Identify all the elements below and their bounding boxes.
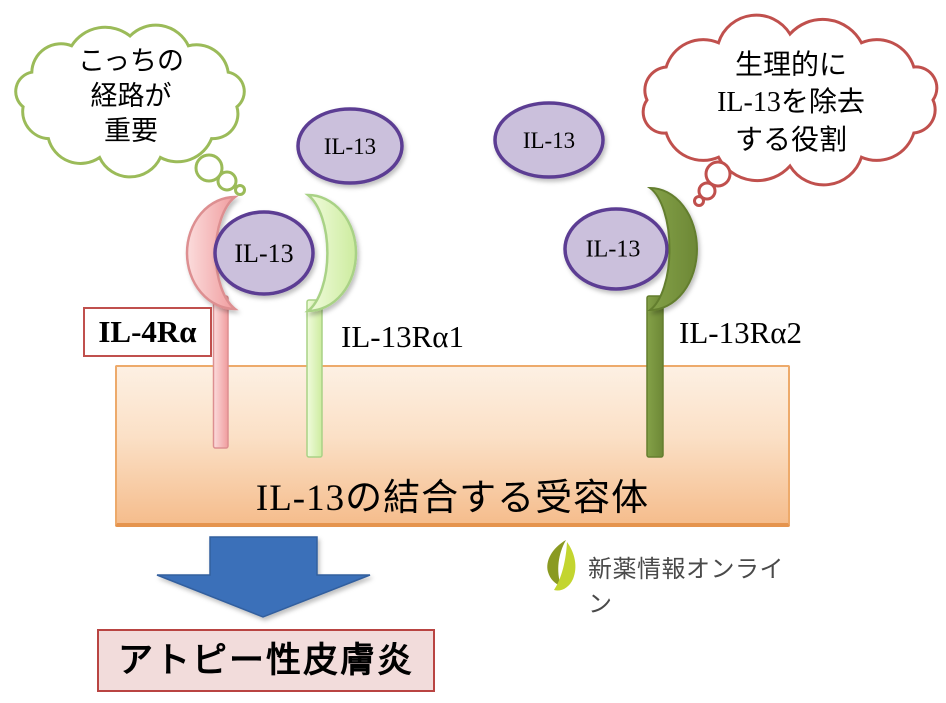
ligand-il13-bound-right-label: IL-13: [585, 236, 641, 263]
thought-right-line3: する役割: [734, 124, 847, 155]
il13ra2-stem: [646, 295, 664, 458]
thought-right-line1: 生理的に: [734, 49, 847, 80]
il4ra-stem: [212, 295, 229, 449]
thought-right-tail-bubble-1: [704, 160, 732, 188]
thought-bubble-right-text: 生理的に IL-13を除去 する役割: [653, 46, 929, 158]
logo-leaf-icon: [547, 540, 566, 586]
il13ra1-stem: [306, 299, 323, 458]
ligand-il13-top-right: [493, 101, 605, 179]
thought-left-line2: 経路が: [90, 81, 172, 111]
outcome-box-atopic-dermatitis: アトピー性皮膚炎: [97, 629, 435, 692]
logo-leaf-icon-light: [554, 542, 576, 591]
membrane-caption-rest: の結合する受容体: [345, 478, 650, 519]
membrane-caption-il13: IL-13: [255, 478, 346, 519]
ligand-il13-bound-right: [563, 207, 669, 291]
thought-bubble-left: [14, 23, 246, 179]
thought-right-tail-bubble-2: [697, 181, 717, 201]
ligand-il13-top-right-label: IL-13: [522, 128, 576, 153]
down-arrow: [156, 536, 371, 618]
membrane-caption: IL-13の結合する受容体: [117, 467, 788, 521]
thought-left-line3: 重要: [104, 116, 158, 146]
thought-left-tail-bubble-3: [234, 184, 246, 196]
receptor-il13ra1-label: IL-13Rα1: [341, 319, 465, 354]
thought-left-tail-bubble-2: [216, 170, 238, 192]
ligand-il13-bound-left-label: IL-13: [234, 239, 294, 268]
il4ra-receptor-crescent: [185, 195, 239, 311]
ligand-il13-top-left: [296, 107, 404, 185]
logo-text: 新薬情報オンライン: [588, 556, 784, 618]
thought-right-line2: IL-13を除去: [653, 83, 929, 121]
thought-bubble-right: [641, 13, 939, 187]
il13ra1-receptor-crescent: [304, 193, 358, 313]
thought-right-line2-rest: を除去: [780, 86, 865, 117]
thought-left-tail-bubble-1: [194, 153, 224, 183]
thought-right-line2-il13: IL-13: [717, 87, 781, 118]
thought-left-line1: こっちの: [77, 46, 185, 76]
receptor-il4ra-label: IL-4Rα: [83, 307, 212, 357]
il13ra2-receptor-crescent: [646, 186, 698, 312]
receptor-il13ra2-label: IL-13Rα2: [679, 315, 803, 350]
ligand-il13-bound-left: [213, 210, 315, 296]
thought-bubble-left-text: こっちの 経路が 重要: [26, 44, 236, 149]
ligand-il13-top-left-label: IL-13: [323, 134, 377, 159]
thought-right-tail-bubble-3: [693, 195, 705, 207]
